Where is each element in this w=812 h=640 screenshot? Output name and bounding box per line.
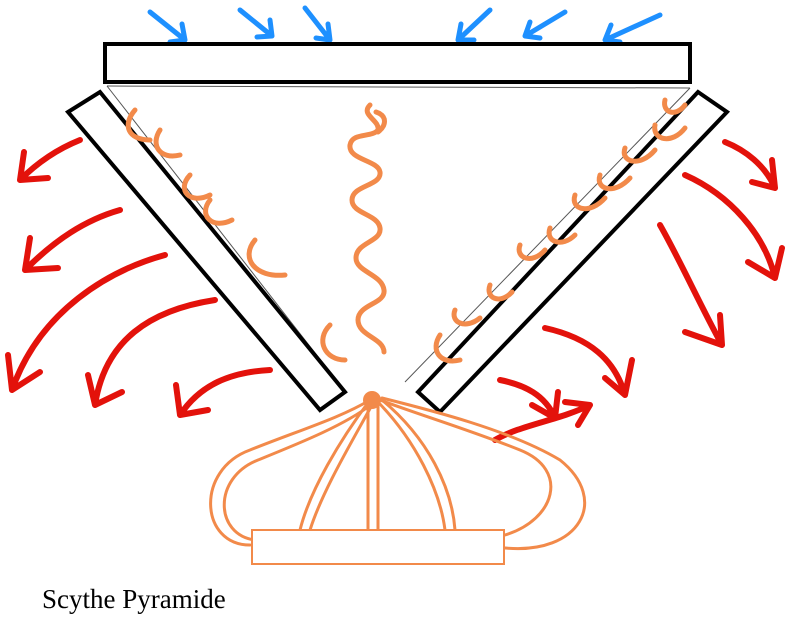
- heat-pipe: [380, 396, 587, 551]
- hot-air-arrow: [657, 222, 725, 348]
- heat-flow-left: [125, 107, 348, 363]
- hot-air-arrow: [173, 367, 273, 418]
- hot-air-arrows-left: [5, 137, 273, 418]
- heat-pipes: [209, 396, 587, 551]
- cool-air-arrow: [147, 9, 188, 45]
- cool-air-arrows: [147, 5, 663, 45]
- cool-air-arrow: [455, 7, 493, 43]
- heat-pipe: [222, 402, 374, 542]
- heat-pipe: [308, 403, 374, 532]
- diagram-caption: Scythe Pyramide: [42, 584, 226, 614]
- hot-air-arrow: [85, 297, 218, 408]
- heat-source-block: [251, 529, 505, 565]
- top-plate: [103, 42, 692, 84]
- hot-air-arrow: [497, 377, 561, 421]
- heat-focus-point: [363, 391, 381, 409]
- hot-air-arrow: [492, 399, 593, 443]
- hot-air-arrow: [722, 139, 778, 191]
- hot-air-arrow: [22, 207, 123, 273]
- cool-air-arrow: [522, 9, 568, 41]
- cool-air-arrow: [237, 7, 275, 40]
- heat-flow-right: [433, 97, 688, 364]
- hot-air-arrows-right: [492, 139, 785, 443]
- cool-air-arrow: [602, 12, 663, 45]
- hot-air-arrow: [5, 252, 168, 393]
- left-fin-plate: [64, 89, 348, 413]
- heat-pipe: [380, 398, 457, 532]
- heat-pipe: [209, 398, 372, 547]
- heat-pipe: [378, 398, 553, 537]
- heat-flow-center: [347, 102, 387, 355]
- cool-air-arrow: [302, 5, 333, 43]
- right-fin-plate: [415, 89, 731, 415]
- hot-air-arrow: [542, 325, 635, 398]
- heat-pipe: [298, 398, 372, 532]
- heat-pipe: [376, 400, 447, 532]
- hot-air-arrow: [17, 137, 83, 183]
- hot-air-arrow: [682, 172, 785, 281]
